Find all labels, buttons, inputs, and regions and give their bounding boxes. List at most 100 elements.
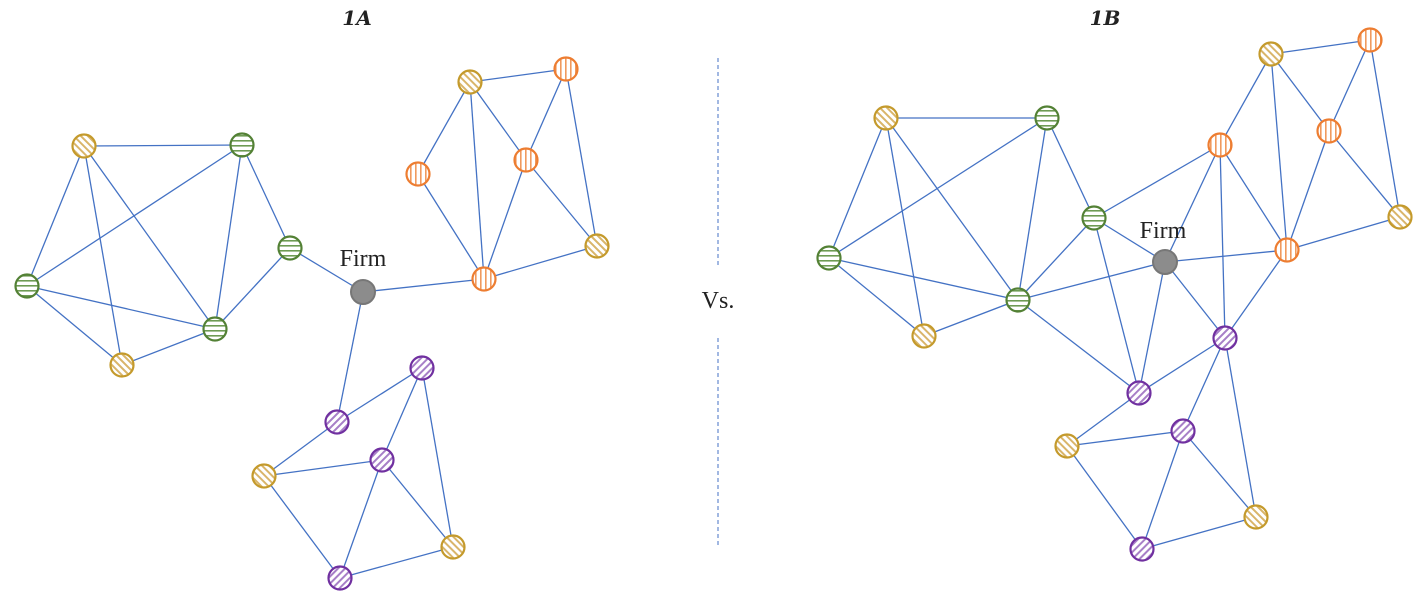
edge-1b-f-p2 xyxy=(1138,261,1166,394)
gold-node-1a xyxy=(457,69,483,95)
edge-1b-o3-o4 xyxy=(1286,130,1330,251)
orange-node-1b xyxy=(1207,132,1233,158)
edge-1a-y3-o1 xyxy=(469,68,567,83)
edge-1b-y3-o3 xyxy=(1270,53,1330,132)
gold-node-1b xyxy=(1054,433,1080,459)
edge-1b-y1-g3 xyxy=(885,117,1019,301)
edge-1b-p1-p2 xyxy=(1138,337,1226,394)
edge-1b-p2-y5 xyxy=(1066,392,1140,447)
purple-node-1a xyxy=(369,447,395,473)
gold-node-1b xyxy=(1387,204,1413,230)
edge-1b-y5-p3 xyxy=(1066,430,1184,447)
purple-node-1a xyxy=(409,355,435,381)
firm-node-1b xyxy=(1152,249,1178,275)
orange-node-1a xyxy=(471,266,497,292)
edge-1b-p4-y6 xyxy=(1141,516,1257,550)
green-node-1b xyxy=(1034,105,1060,131)
edge-1b-p3-y6 xyxy=(1182,430,1257,518)
purple-node-1b xyxy=(1126,380,1152,406)
orange-node-1a xyxy=(553,56,579,82)
edge-1a-f-p2 xyxy=(336,291,364,423)
edge-1a-f-o4 xyxy=(362,278,485,293)
purple-node-1a xyxy=(324,409,350,435)
edge-1a-p4-y6 xyxy=(339,546,454,579)
gold-node-1b xyxy=(1243,504,1269,530)
edge-1a-y3-o2 xyxy=(417,81,471,175)
edge-1b-y5-p4 xyxy=(1066,445,1143,550)
edge-1a-p1-y6 xyxy=(421,367,454,548)
edge-1b-g3-p2 xyxy=(1017,299,1140,394)
edge-1a-p3-p4 xyxy=(339,459,383,579)
edge-1b-f-o4 xyxy=(1164,249,1288,263)
green-node-1b xyxy=(1005,287,1031,313)
green-node-1a xyxy=(277,235,303,261)
purple-node-1a xyxy=(327,565,353,591)
edge-1b-y2-g3 xyxy=(923,299,1019,337)
edge-1a-o2-o4 xyxy=(417,173,485,280)
edge-1b-o2-y3 xyxy=(1219,53,1272,146)
edge-1b-g4-o2 xyxy=(1093,144,1221,219)
edge-1a-o3-y4 xyxy=(525,159,598,247)
edge-1b-g3-g4 xyxy=(1017,217,1095,301)
edge-1b-o1-y4 xyxy=(1369,39,1401,218)
edge-1b-p1-y6 xyxy=(1224,337,1257,518)
edge-1a-y2-g3 xyxy=(121,328,216,366)
edge-1a-y5-p4 xyxy=(263,475,341,579)
edge-1b-o4-y4 xyxy=(1286,216,1401,251)
edge-1b-f-o2 xyxy=(1164,144,1221,263)
orange-node-1b xyxy=(1274,237,1300,263)
edge-1b-y3-o4 xyxy=(1270,53,1288,251)
purple-node-1b xyxy=(1170,418,1196,444)
edge-1a-y5-p3 xyxy=(263,459,383,477)
purple-node-1b xyxy=(1212,325,1238,351)
edge-1a-o1-y4 xyxy=(565,68,598,247)
edge-1a-p2-p1 xyxy=(336,367,423,423)
edge-1b-o1-o3 xyxy=(1328,39,1371,132)
gold-node-1b xyxy=(873,105,899,131)
edge-1a-o3-o4 xyxy=(483,159,527,280)
orange-node-1a xyxy=(513,147,539,173)
edge-1a-g1-g2 xyxy=(26,144,243,287)
edge-1b-g2-y2 xyxy=(828,257,925,337)
edge-1b-f-p1 xyxy=(1164,261,1226,339)
edge-1b-g1-g4 xyxy=(1046,117,1095,219)
gold-node-1a xyxy=(251,463,277,489)
edge-1a-y3-o3 xyxy=(469,81,527,161)
green-node-1a xyxy=(14,273,40,299)
edge-1a-y1-y2 xyxy=(83,145,123,366)
edge-1b-o2-p1 xyxy=(1219,144,1226,339)
green-node-1a xyxy=(202,316,228,342)
green-node-1a xyxy=(229,132,255,158)
edge-1b-o3-y4 xyxy=(1328,130,1401,218)
vs-label: Vs. xyxy=(702,288,735,314)
edge-1a-g4-f xyxy=(289,247,364,293)
edge-1a-g3-g4 xyxy=(214,247,291,330)
orange-node-1a xyxy=(405,161,431,187)
gold-node-1b xyxy=(1258,41,1284,67)
edge-1b-o2-o4 xyxy=(1219,144,1288,251)
edge-1b-o4-p1 xyxy=(1224,249,1288,339)
orange-node-1b xyxy=(1357,27,1383,53)
panel-1a-title: 1A xyxy=(342,6,371,30)
gold-node-1a xyxy=(109,352,135,378)
gold-node-1b xyxy=(911,323,937,349)
green-node-1b xyxy=(816,245,842,271)
edge-1b-p3-p4 xyxy=(1141,430,1184,550)
green-node-1b xyxy=(1081,205,1107,231)
edge-1a-g1-g3 xyxy=(214,144,243,330)
edge-1a-p3-y6 xyxy=(381,459,454,548)
edge-1b-g2-g3 xyxy=(828,257,1019,301)
edge-1a-g1-g4 xyxy=(241,144,291,249)
edge-1a-g2-g3 xyxy=(26,285,216,330)
edge-1b-g3-f xyxy=(1017,261,1166,301)
edge-1a-y1-g3 xyxy=(83,145,216,330)
edge-1b-y1-y2 xyxy=(885,117,925,337)
purple-node-1b xyxy=(1129,536,1155,562)
gold-node-1a xyxy=(71,133,97,159)
edge-1a-g2-y2 xyxy=(26,285,123,366)
edge-1b-y1-g2 xyxy=(828,117,887,259)
gold-node-1a xyxy=(584,233,610,259)
orange-node-1b xyxy=(1316,118,1342,144)
edge-1a-p1-p3 xyxy=(381,367,423,461)
